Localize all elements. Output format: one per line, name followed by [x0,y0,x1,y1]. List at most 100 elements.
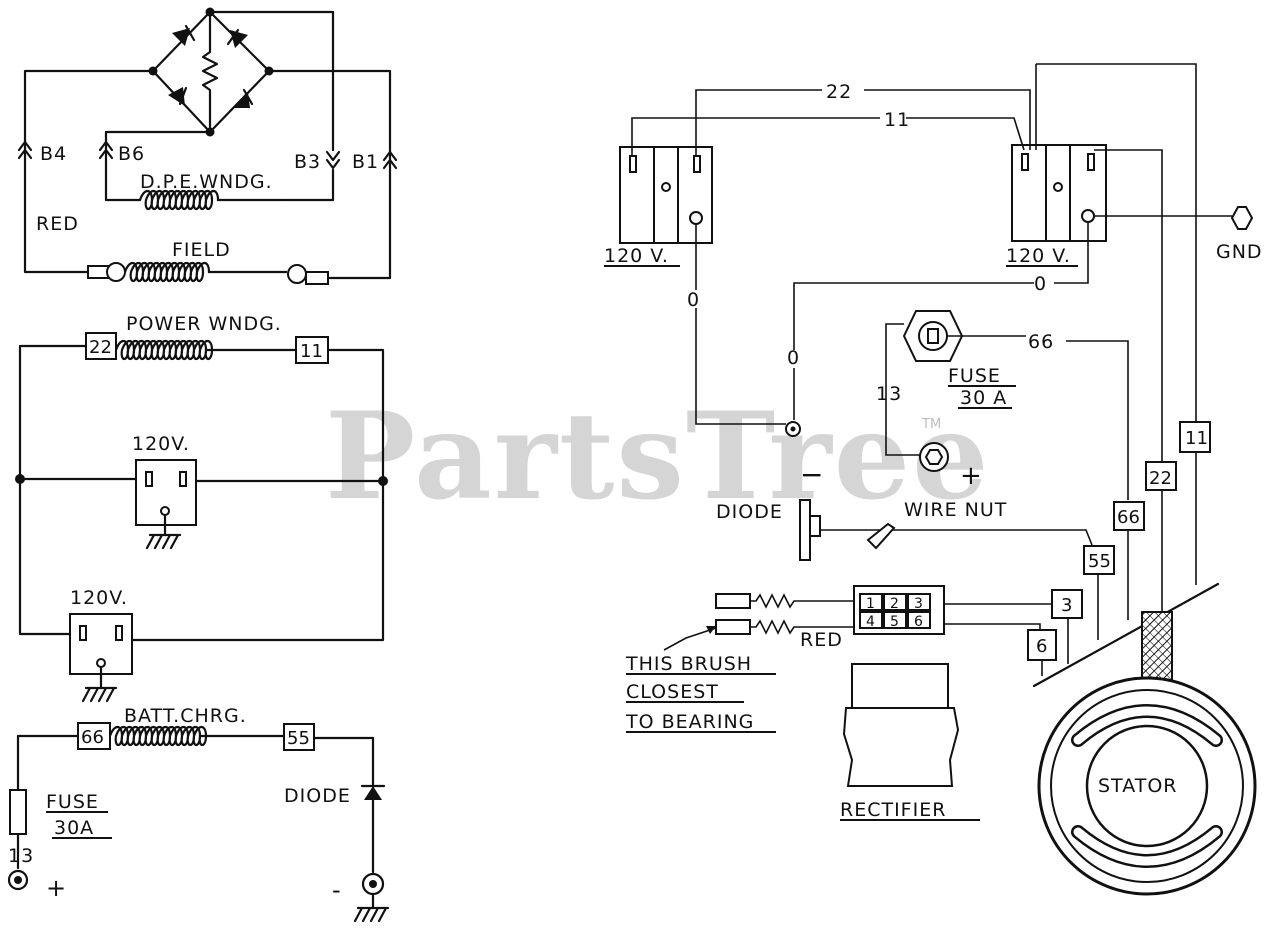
label-red: RED [36,213,79,235]
terminal-tag-55-text: 55 [287,728,310,749]
terminal-5: 5 [890,614,899,630]
stator-tag-11 [1179,421,1211,453]
wire-nut-icon [866,522,896,550]
label-wire-11: 11 [884,109,910,131]
label-outlet-left: 120 V. [604,245,669,267]
bridge-resistor [201,43,219,100]
label-batt-charge: BATT.CHRG. [124,705,247,727]
battery-positive-terminal [7,869,29,891]
brush-lower-icon [715,619,751,635]
label-fuse-line2-right: 30 A [960,387,1007,409]
ground-icon [353,892,390,923]
label-fuse-line1-right: FUSE [948,365,1001,387]
label-stator: STATOR [1098,775,1177,797]
stator-tag-55-text: 55 [1088,551,1111,572]
label-minus-right: − [800,458,824,491]
watermark: PartsTree TM [325,386,988,527]
bridge-diode-4 [232,88,254,108]
label-field: FIELD [172,239,231,261]
terminal-6: 6 [914,614,923,630]
label-wire-nut: WIRE NUT [904,499,1007,521]
diode-icon [364,786,382,800]
diode-component [799,499,811,561]
label-wire-0-right: 0 [1034,273,1047,295]
stator-tag-66 [1113,501,1145,531]
label-wire-0-left: 0 [687,289,700,311]
brush-spring-upper [750,593,854,609]
watermark-tm: TM [921,417,941,432]
label-wire-22: 22 [826,81,852,103]
label-fuse-line2: 30A [54,817,94,839]
stator-tag-3-text: 3 [1061,595,1072,616]
label-wire-13: 13 [8,845,34,867]
label-diode: DIODE [284,785,351,807]
ground-icon [81,686,118,703]
stator-shaft [1141,611,1173,681]
label-outlet-upper: 120V. [132,433,190,455]
label-diode-right: DIODE [716,501,783,523]
label-wire-66: 66 [1028,331,1054,353]
terminal-4: 4 [866,614,875,630]
bridge-diode-3 [168,86,188,106]
label-plus: + [46,874,67,902]
terminal-tag-11 [295,336,329,364]
stator-tag-6-text: 6 [1036,636,1047,657]
charge-section: 66 55 BATT.CHRG. FUSE 30A 13 + DIODE - [7,705,390,923]
label-b6: B6 [118,143,145,165]
stator-tag-55 [1083,545,1115,575]
label-outlet-right: 120 V. [1006,245,1071,267]
fuse-icon [9,789,27,835]
terminal-3: 3 [914,596,923,612]
bridge-diode-1 [172,24,196,46]
label-plus-right: + [960,461,983,491]
terminal-tag-22-text: 22 [89,337,112,358]
field-slip-ring-right [287,264,307,284]
rectifier-body [842,707,960,787]
power-section: 22 11 POWER WNDG. 120V. 120V. [15,313,388,703]
brush-upper-icon [715,593,751,609]
stator-tag-66-text: 66 [1117,507,1140,528]
terminal-tag-22 [85,332,117,360]
terminal-block-cells: 1 2 3 4 5 6 [859,593,931,630]
terminal-2: 2 [890,596,899,612]
field-coil [123,261,287,283]
label-brush-line3: TO BEARING [625,711,754,733]
stator-tag-22-text: 22 [1149,468,1172,489]
connector-b3-icon [325,150,341,170]
rectifier-cap [851,663,949,709]
terminal-1: 1 [866,596,875,612]
field-section: B4 B6 B3 B1 D.P.E.WNDG. RED FIELD [17,7,398,285]
connector-b4-icon [17,140,33,160]
label-fuse-line1: FUSE [46,791,99,813]
label-wire-13-right: 13 [876,383,902,405]
bridge-diode-2 [226,28,248,48]
label-dpe-winding: D.P.E.WNDG. [140,171,273,193]
dpe-winding-coil [138,189,282,211]
label-brush-line1: THIS BRUSH [625,653,752,675]
ground-icon [145,533,182,550]
field-slip-ring-left [106,262,126,282]
label-minus: - [332,876,342,904]
label-b1: B1 [352,151,379,173]
label-wire-0-mid: 0 [787,347,800,369]
terminal-tag-11-text: 11 [300,341,323,362]
field-brush-right [305,271,329,285]
stator-plate [1032,582,1220,688]
power-winding-coil [114,339,296,361]
label-gnd: GND [1216,241,1263,263]
ground-lug-icon [1230,206,1254,230]
label-b3: B3 [294,151,321,173]
battery-charge-coil [108,725,284,747]
connector-b1-icon [382,150,398,170]
label-brush-line2: CLOSEST [626,681,719,703]
pictorial-section: 120 V. 120 V. 22 11 GND 0 0 [604,63,1263,896]
label-outlet-lower: 120V. [70,587,128,609]
label-power-winding: POWER WNDG. [126,313,282,335]
stator-tag-11-text: 11 [1185,428,1208,449]
terminal-tag-55 [283,723,315,751]
label-red-right: RED [800,629,843,651]
label-b4: B4 [40,143,67,165]
terminal-tag-66-text: 66 [81,727,104,748]
label-rectifier: RECTIFIER [840,799,946,821]
